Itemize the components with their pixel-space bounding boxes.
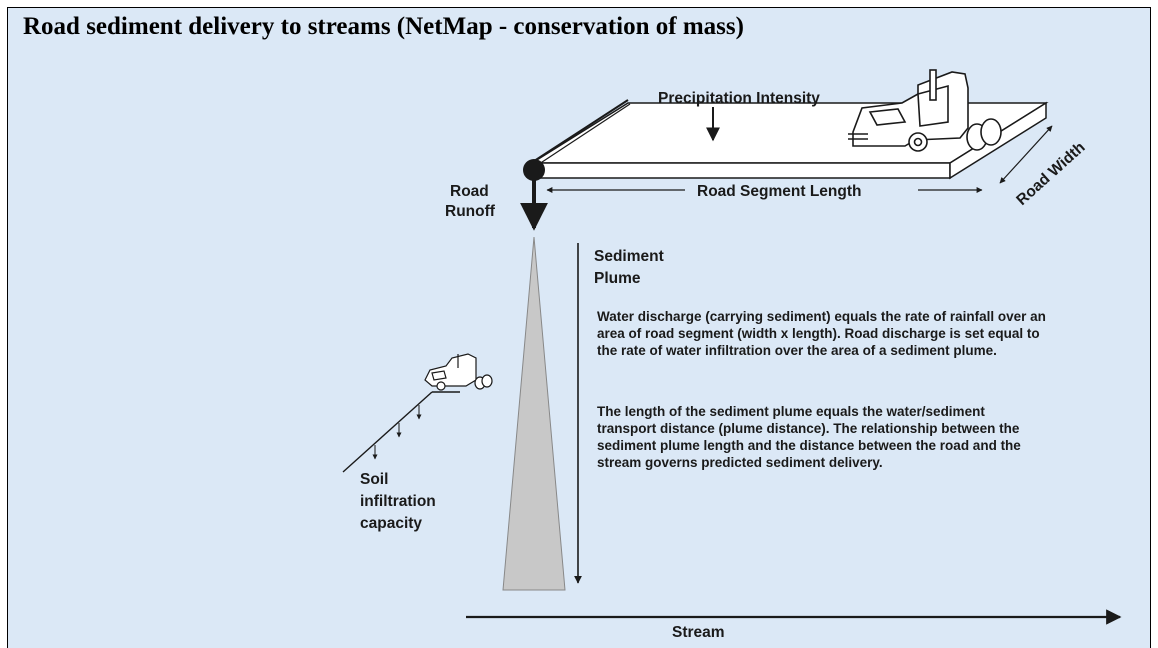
road-width-arrow	[999, 125, 1053, 184]
soil-infiltration-label-line1: Soil	[360, 471, 388, 488]
precipitation-label: Precipitation Intensity	[658, 90, 820, 107]
small-truck-icon	[424, 353, 493, 391]
road-runoff-label-line2: Runoff	[445, 203, 496, 220]
explanation-paragraph-2: The length of the sediment plume equals …	[597, 404, 1021, 470]
hillslope	[342, 391, 460, 473]
culvert-point-icon	[523, 159, 545, 181]
sediment-plume-label-line1: Sediment	[594, 248, 664, 265]
sediment-plume	[502, 236, 566, 591]
semi-truck-icon	[848, 69, 1002, 152]
soil-infiltration-label-line2: infiltration	[360, 493, 436, 510]
explanation-paragraph-1: Water discharge (carrying sediment) equa…	[597, 309, 1046, 358]
road-segment-length-label: Road Segment Length	[697, 183, 861, 200]
road-runoff-label-line1: Road	[450, 183, 489, 200]
slide-title: Road sediment delivery to streams (NetMa…	[23, 13, 744, 40]
stream-label: Stream	[672, 624, 725, 641]
soil-infiltration-label-line3: capacity	[360, 515, 422, 532]
sediment-plume-label-line2: Plume	[594, 270, 641, 287]
road-width-label: Road Width	[1013, 139, 1088, 209]
